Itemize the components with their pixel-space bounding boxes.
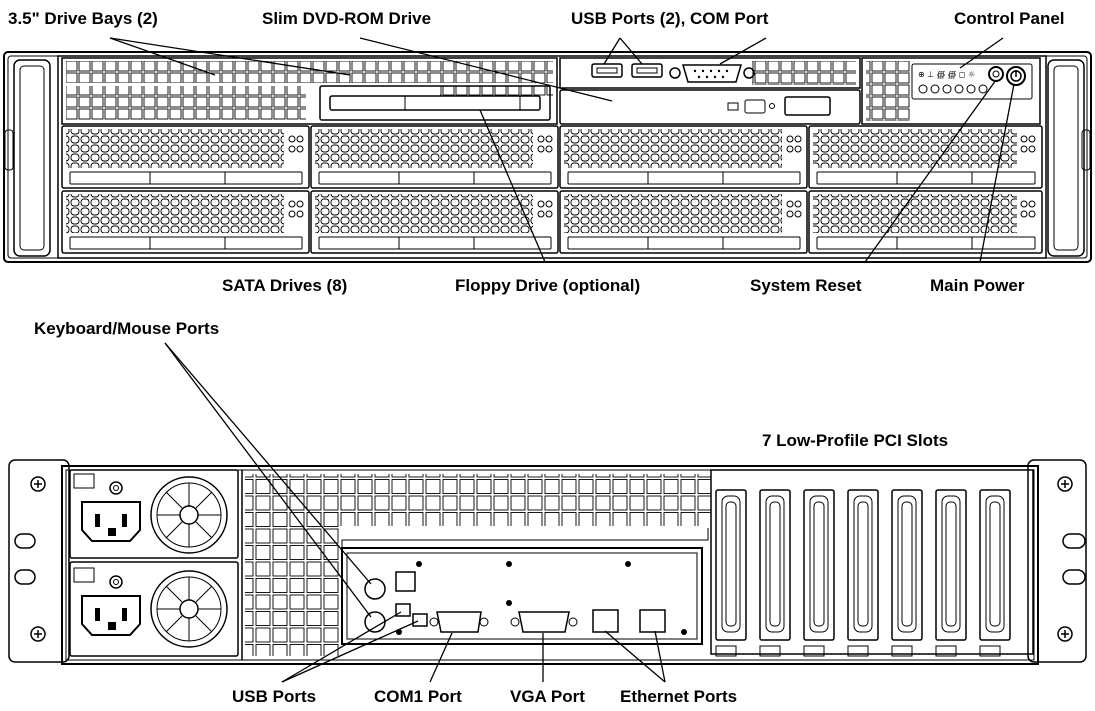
pci-slot[interactable] [759,489,791,657]
right-rack-ear[interactable] [1027,459,1087,663]
label-keyboard-mouse: Keyboard/Mouse Ports [34,319,219,338]
label-usb-com: USB Ports (2), COM Port [571,9,769,28]
power-supply-1[interactable] [69,469,239,559]
label-drive-bays: 3.5" Drive Bays (2) [8,9,158,28]
ethernet-port-1[interactable] [592,609,619,633]
sata-drive-tray[interactable] [808,125,1043,189]
sata-drive-tray[interactable] [559,190,808,254]
front-usb-port-2[interactable] [631,63,663,78]
front-com-port[interactable] [669,64,755,83]
pci-slots [710,469,1034,657]
control-panel: ⊕ ⊥ ∰ ∰ ◻ ☼ [861,57,1041,125]
pci-slot[interactable] [803,489,835,657]
label-com1-port: COM1 Port [374,687,462,706]
label-control-panel: Control Panel [954,9,1065,28]
pci-slot[interactable] [935,489,967,657]
label-ethernet-ports: Ethernet Ports [620,687,737,706]
label-usb-ports: USB Ports [232,687,316,706]
dvd-rom-drive[interactable] [559,89,861,125]
front-io-panel [559,57,861,89]
sata-drive-tray[interactable] [61,125,310,189]
svg-text:⊕ ⊥ ∰ ∰ ◻ ☼: ⊕ ⊥ ∰ ∰ ◻ ☼ [918,70,975,79]
right-rack-handle[interactable] [1047,59,1091,257]
com1-port[interactable] [429,611,489,633]
label-dvd-drive: Slim DVD-ROM Drive [262,9,431,28]
sata-drive-trays [61,125,1043,254]
label-pci-slots: 7 Low-Profile PCI Slots [762,431,948,450]
rear-panel [8,459,1087,665]
front-callout-lines [109,37,1015,263]
vga-port[interactable] [510,611,578,633]
rear-usb-port-2[interactable] [412,613,428,627]
ethernet-port-2[interactable] [639,609,666,633]
sata-drive-tray[interactable] [559,125,808,189]
sata-drive-tray[interactable] [808,190,1043,254]
left-rack-handle[interactable] [4,59,51,257]
pci-slot[interactable] [715,489,747,657]
label-sata-drives: SATA Drives (8) [222,276,347,295]
pci-slot[interactable] [891,489,923,657]
sata-drive-tray[interactable] [310,125,559,189]
pci-slot[interactable] [979,489,1011,657]
power-supply-2[interactable] [69,561,239,657]
drive-bay-area [61,57,558,125]
system-reset-button[interactable] [988,66,1004,82]
label-system-reset: System Reset [750,276,862,295]
label-floppy-drive: Floppy Drive (optional) [455,276,640,295]
rear-usb-port-1[interactable] [395,603,411,617]
sata-drive-tray[interactable] [310,190,559,254]
io-shield [341,528,709,645]
pci-slot[interactable] [847,489,879,657]
left-rack-ear[interactable] [8,459,70,663]
rear-callout-lines [164,342,666,683]
front-panel: ⊕ ⊥ ∰ ∰ ◻ ☼ [3,51,1092,263]
rear-vent-grid [241,470,711,660]
label-vga-port: VGA Port [510,687,585,706]
label-main-power: Main Power [930,276,1025,295]
mouse-port[interactable] [364,611,386,633]
main-power-button[interactable] [1006,66,1026,86]
keyboard-port[interactable] [364,578,386,600]
sata-drive-tray[interactable] [61,190,310,254]
floppy-drive-bay[interactable] [319,85,551,121]
front-usb-port-1[interactable] [591,63,623,78]
